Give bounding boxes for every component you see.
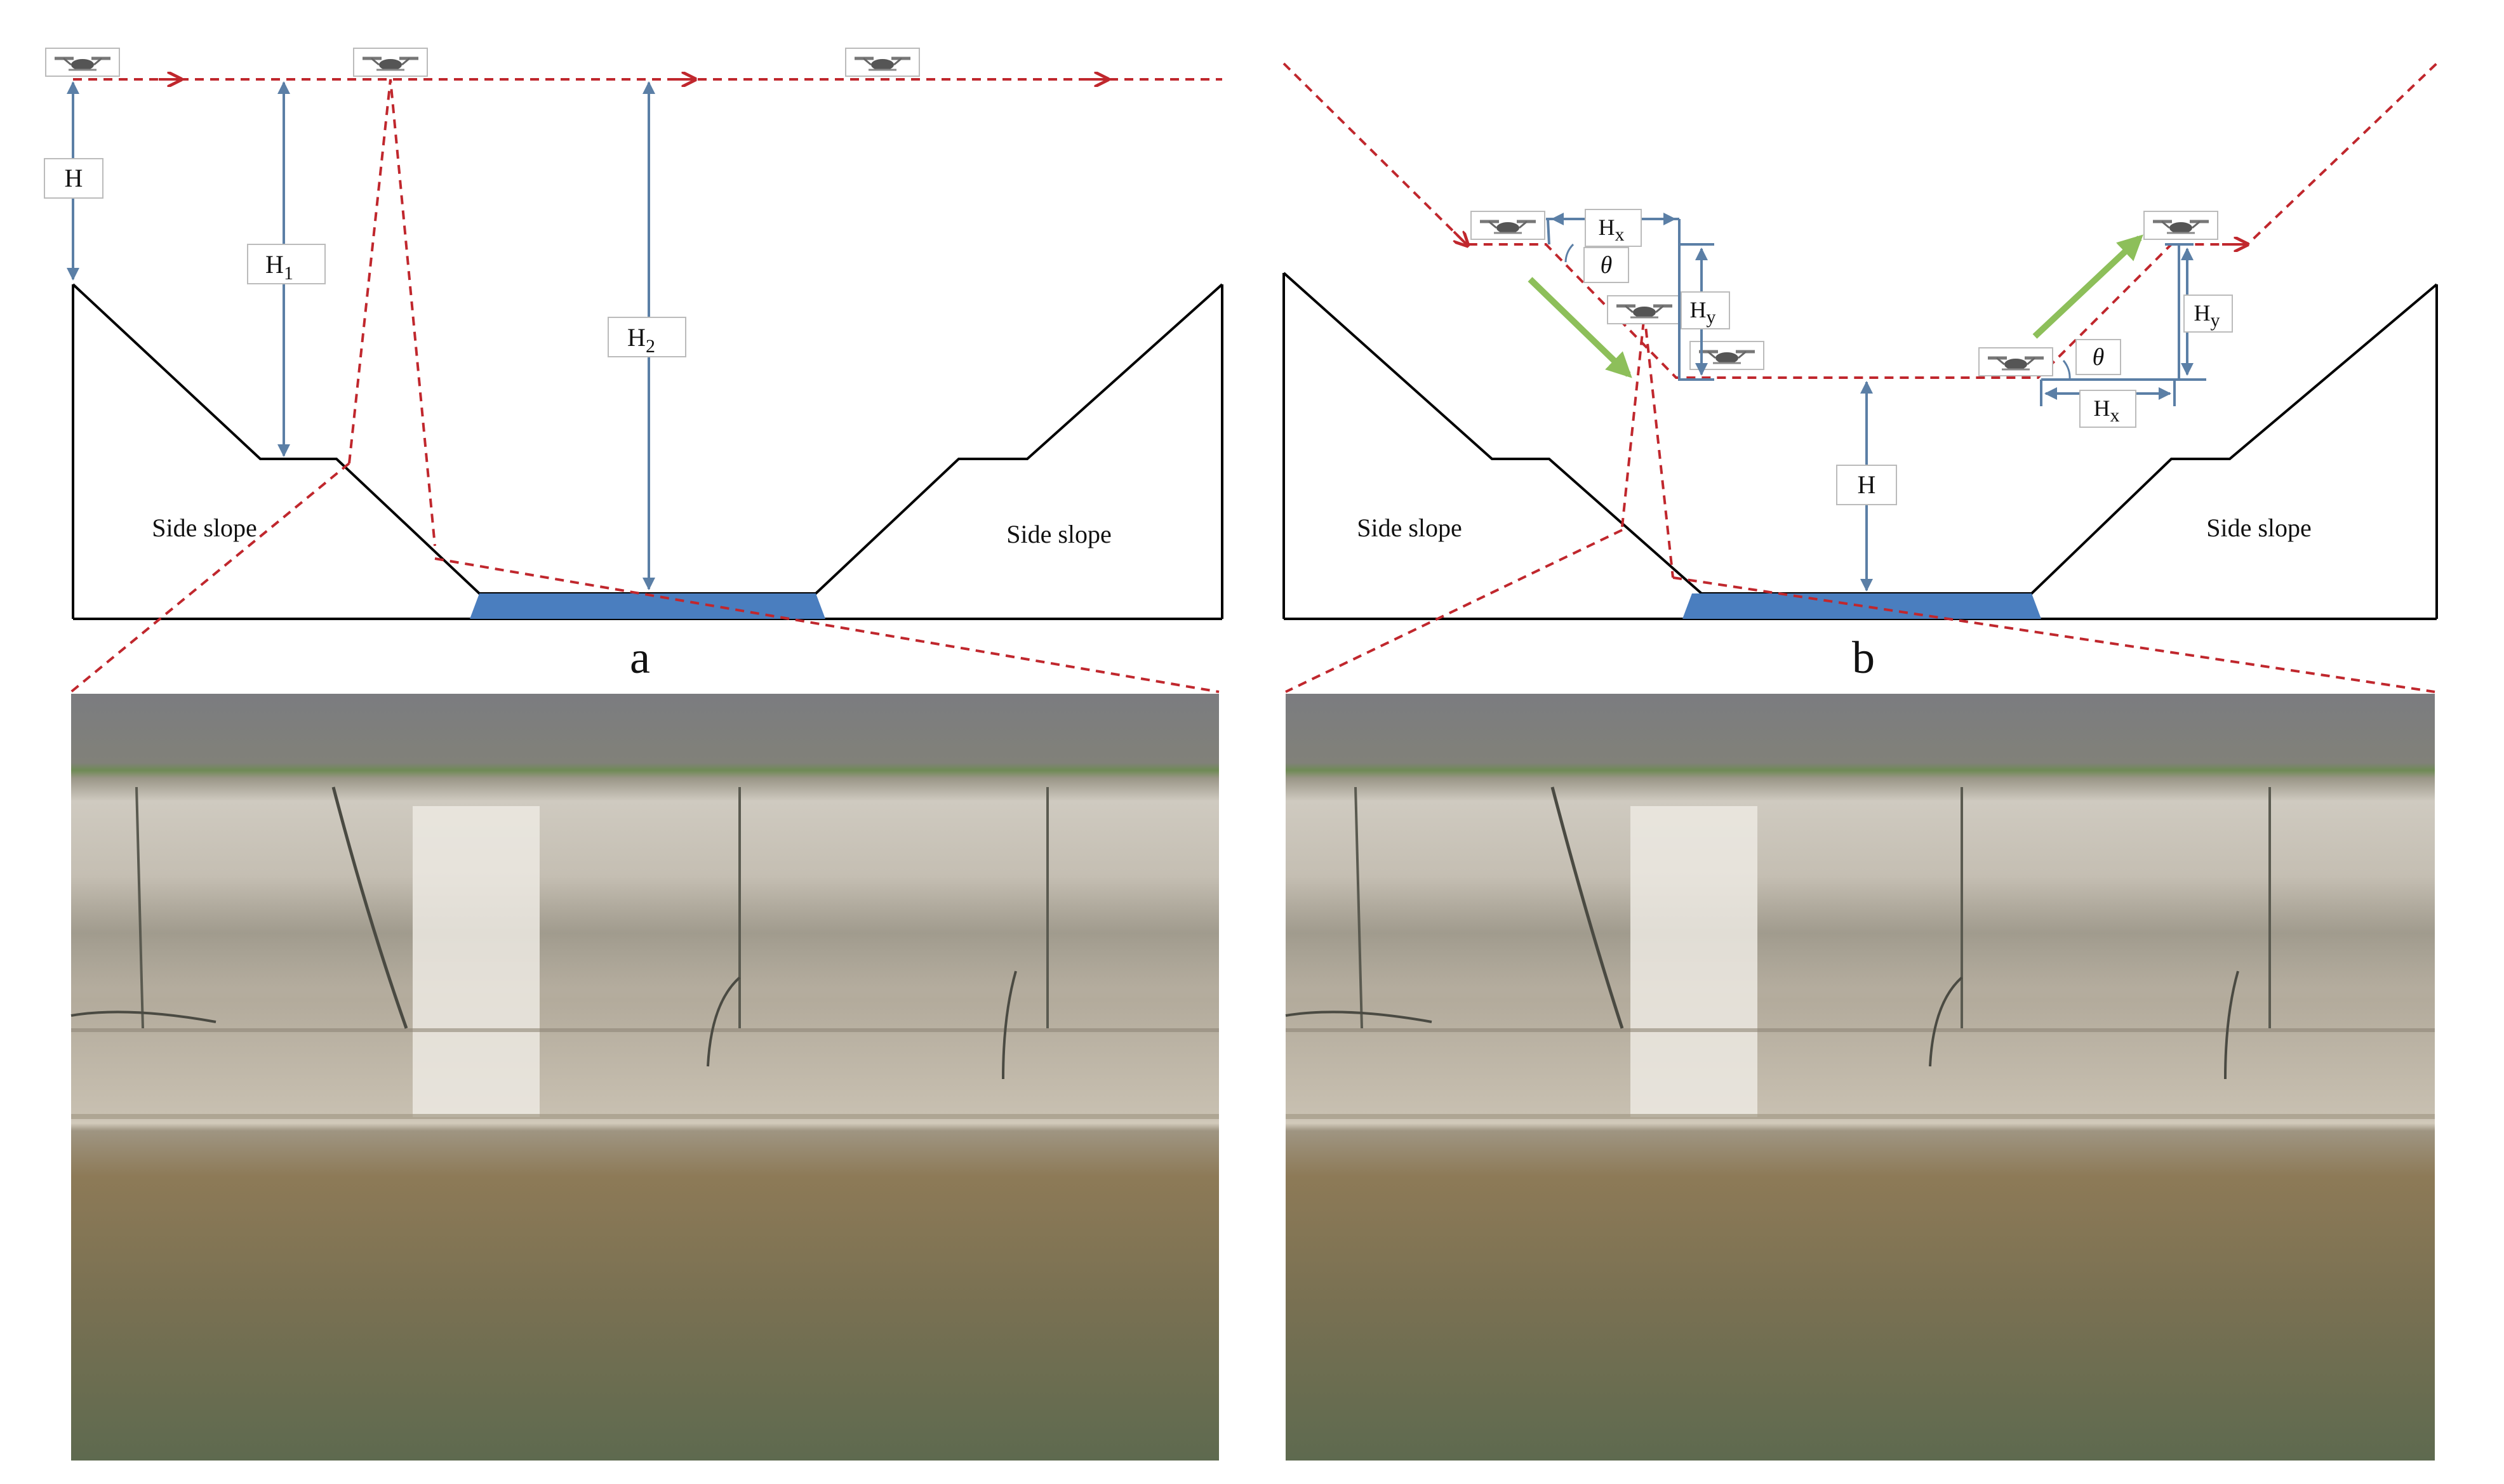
side-slope-left-a: Side slope bbox=[152, 513, 257, 542]
step-width-label-left: H bbox=[1599, 215, 1615, 240]
height-label-h: H bbox=[65, 164, 83, 192]
water-surface-a bbox=[470, 593, 825, 619]
flight-path-b bbox=[1282, 62, 2438, 379]
angle-label-left: θ bbox=[1601, 252, 1613, 279]
height-label-h-b: H bbox=[1858, 470, 1876, 499]
camera-fov-b bbox=[1621, 314, 1674, 578]
height-label-h2: H bbox=[627, 323, 646, 352]
camera-fov-a bbox=[348, 79, 436, 547]
ascend-arrow bbox=[2032, 234, 2143, 339]
svg-text:H2: H2 bbox=[627, 323, 655, 357]
svg-text:Hy: Hy bbox=[2194, 300, 2220, 331]
step-height-sub-right: y bbox=[2211, 310, 2220, 331]
angle-label-right: θ bbox=[2093, 344, 2105, 371]
svg-text:Hy: Hy bbox=[1690, 297, 1716, 328]
slope-photo-a bbox=[70, 694, 1219, 1461]
step-height-sub-left: y bbox=[1707, 307, 1716, 328]
side-slope-left-b: Side slope bbox=[1357, 513, 1462, 542]
drone-icon bbox=[1471, 211, 1545, 239]
drone-icon bbox=[354, 48, 427, 76]
step-height-label-right: H bbox=[2194, 300, 2211, 326]
svg-text:Hx: Hx bbox=[1599, 215, 1625, 245]
step-height-label-left: H bbox=[1690, 297, 1707, 322]
panel-a: H H1 H2 Side slope Side slope a bbox=[44, 48, 1223, 1461]
height-label-h1: H bbox=[265, 250, 284, 279]
height-label-h2-sub: 2 bbox=[646, 336, 655, 357]
channel-outline-b bbox=[1282, 272, 2438, 595]
step-width-label-right: H bbox=[2094, 395, 2110, 421]
drone-icon bbox=[1979, 348, 2053, 376]
drone-icon bbox=[2144, 211, 2218, 239]
drone-icon bbox=[46, 48, 119, 76]
height-label-h1-sub: 1 bbox=[284, 263, 293, 284]
drone-icon bbox=[1608, 296, 1681, 324]
drone-icon bbox=[846, 48, 919, 76]
side-slope-right-b: Side slope bbox=[2206, 513, 2312, 542]
step-width-sub-right: x bbox=[2110, 405, 2120, 426]
panel-a-caption: a bbox=[630, 632, 650, 683]
panel-b: Hx θ Hy θ Hx Hy H Side slope Side slop bbox=[1282, 62, 2438, 1461]
slope-photo-b bbox=[1285, 694, 2435, 1461]
svg-text:H1: H1 bbox=[265, 250, 293, 284]
svg-text:Hx: Hx bbox=[2094, 395, 2120, 426]
descend-arrow bbox=[1528, 277, 1632, 378]
panel-b-caption: b bbox=[1852, 632, 1875, 683]
step-width-sub-left: x bbox=[1615, 224, 1625, 245]
side-slope-right-a: Side slope bbox=[1006, 520, 1112, 548]
